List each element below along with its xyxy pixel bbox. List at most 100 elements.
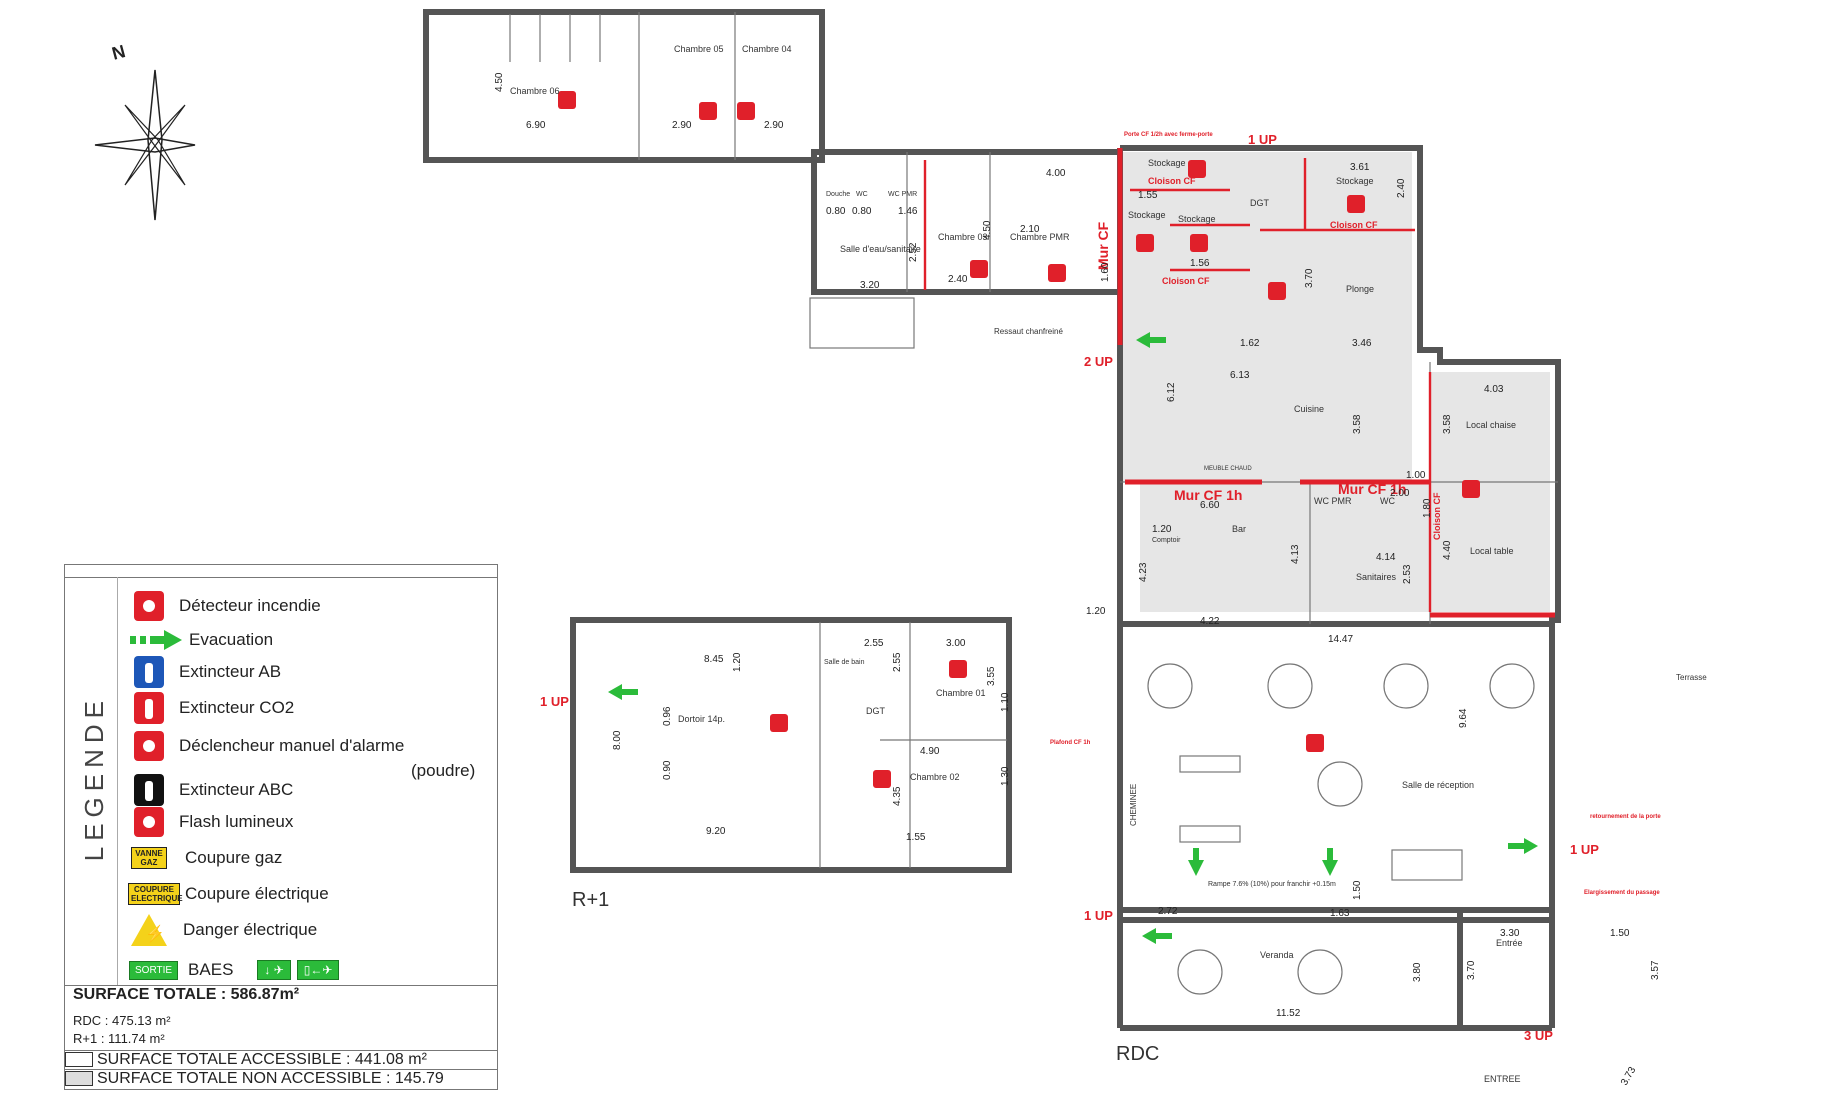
- level-rdc-label: RDC: [1116, 1043, 1159, 1065]
- up2-label: 2 UP: [1084, 354, 1113, 369]
- electric-cutoff-icon: COUPURE ELECTRIQUE: [128, 883, 183, 905]
- svg-text:4.50: 4.50: [494, 72, 505, 92]
- svg-text:4.40: 4.40: [1442, 540, 1453, 560]
- room-cuisine: Cuisine: [1294, 404, 1324, 414]
- room-entree: Entrée: [1496, 938, 1523, 948]
- retournement-label: retournement de la porte: [1590, 814, 1661, 820]
- legend-item-elec-danger: ⚡ Danger électrique: [129, 914, 317, 946]
- svg-text:3.55: 3.55: [986, 666, 997, 686]
- room-local-chaise: Local chaise: [1466, 420, 1516, 430]
- svg-text:9.64: 9.64: [1458, 708, 1469, 728]
- svg-text:2.52: 2.52: [908, 242, 919, 262]
- svg-text:2.40: 2.40: [948, 274, 968, 285]
- up1b-label: 1 UP: [540, 694, 569, 709]
- svg-text:4.00: 4.00: [1046, 168, 1066, 179]
- svg-text:6.13: 6.13: [1230, 370, 1250, 381]
- svg-text:2.40: 2.40: [1396, 178, 1407, 198]
- room-veranda: Veranda: [1260, 950, 1294, 960]
- svg-text:2.00: 2.00: [1390, 488, 1410, 499]
- svg-text:1.50: 1.50: [1610, 928, 1630, 939]
- wing-top-walls: [423, 9, 825, 163]
- electric-danger-icon: ⚡: [131, 914, 167, 946]
- room-wc-top: WC: [856, 191, 868, 198]
- surface-accessible-row: SURFACE TOTALE ACCESSIBLE : 441.08 m²: [65, 1050, 497, 1069]
- legend-item-flash: Flash lumineux: [129, 807, 293, 837]
- room-chambre-pmr: Chambre PMR: [1010, 232, 1070, 242]
- svg-text:11.52: 11.52: [1276, 1008, 1301, 1019]
- evacuation-arrow-icon: [608, 332, 1538, 944]
- svg-text:0.96: 0.96: [662, 706, 673, 726]
- svg-text:4.14: 4.14: [1376, 552, 1396, 563]
- svg-text:4.13: 4.13: [1290, 544, 1301, 564]
- svg-text:3.00: 3.00: [946, 638, 966, 649]
- north-compass-icon: N: [94, 41, 196, 221]
- svg-text:3.80: 3.80: [1412, 962, 1423, 982]
- svg-text:1.10: 1.10: [1000, 692, 1011, 712]
- svg-text:3.58: 3.58: [1352, 414, 1363, 434]
- up1d-label: 1 UP: [1570, 842, 1599, 857]
- svg-text:3.57: 3.57: [1650, 960, 1661, 980]
- svg-text:8.00: 8.00: [612, 730, 623, 750]
- legend-panel: LEGENDE Détecteur incendie Evacuation Ex…: [64, 564, 498, 1090]
- svg-text:2.72: 2.72: [1158, 906, 1178, 917]
- svg-text:4.23: 4.23: [1138, 562, 1149, 582]
- legend-title: LEGENDE: [79, 695, 109, 862]
- svg-text:3.61: 3.61: [1350, 162, 1370, 173]
- surface-non-accessible-row: SURFACE TOTALE NON ACCESSIBLE : 145.79: [65, 1069, 497, 1089]
- room-stockage4: Stockage: [1336, 176, 1374, 186]
- svg-text:1.55: 1.55: [1138, 190, 1158, 201]
- room-stockage2: Stockage: [1128, 210, 1166, 220]
- room-dgt: DGT: [1250, 198, 1270, 208]
- room-meuble-chaud: MEUBLE CHAUD: [1204, 466, 1252, 472]
- elargissement-label: Elargissement du passage: [1584, 890, 1660, 896]
- extinguisher-abc-icon: [134, 774, 164, 806]
- legend-item-extinguisher-abc: Extincteur ABC: [129, 774, 293, 806]
- svg-text:4.22: 4.22: [1200, 616, 1220, 627]
- extinguisher-ab-icon: [134, 656, 164, 688]
- room-dgt-r1: DGT: [866, 706, 886, 716]
- wing-middle-walls: [811, 149, 1123, 295]
- dimension-labels: 4.50 6.90 2.90 2.90 4.00 2.10 3.20 2.40 …: [494, 72, 1661, 1087]
- legend-powder-note: (poudre): [411, 761, 476, 780]
- svg-text:2.90: 2.90: [672, 120, 692, 131]
- room-chambre06: Chambre 06: [510, 86, 560, 96]
- svg-text:6.12: 6.12: [1166, 382, 1177, 402]
- svg-text:3.58: 3.58: [1442, 414, 1453, 434]
- legend-item-manual-alarm: Déclencheur manuel d'alarme: [129, 731, 404, 761]
- legend-item-baes: SORTIE BAES ↓ ✈ ▯←✈: [129, 955, 340, 985]
- cloison-cf-d-label: Cloison CF: [1432, 492, 1442, 540]
- cloison-cf-c-label: Cloison CF: [1162, 276, 1210, 286]
- rdc-outer-walls: [1117, 145, 1561, 923]
- legend-item-elec-cutoff: COUPURE ELECTRIQUE Coupure électrique: [128, 879, 329, 909]
- svg-text:1.60: 1.60: [1100, 262, 1111, 282]
- svg-text:3.20: 3.20: [860, 280, 880, 291]
- room-terrasse: Terrasse: [1676, 673, 1707, 682]
- svg-text:0.90: 0.90: [662, 760, 673, 780]
- room-wc-pmr-top: WC PMR: [888, 191, 917, 198]
- surface-rdc: RDC : 475.13 m²: [73, 1013, 171, 1028]
- rampe-label: Rampe 7.6% (10%) pour franchir +0.15m: [1208, 881, 1336, 888]
- storage-grey-zone: [1430, 372, 1550, 612]
- svg-text:4.50: 4.50: [982, 220, 993, 240]
- svg-text:2.90: 2.90: [764, 120, 784, 131]
- room-local-table: Local table: [1470, 546, 1514, 556]
- svg-text:0.80: 0.80: [826, 206, 846, 217]
- compass-north-label: N: [110, 41, 128, 64]
- svg-text:3.30: 3.30: [1500, 928, 1520, 939]
- svg-text:14.47: 14.47: [1328, 634, 1353, 645]
- legend-item-gas-cutoff: VANNE GAZ Coupure gaz: [129, 843, 282, 873]
- mur-cf1h-b-label: Mur CF 1h: [1338, 481, 1406, 497]
- svg-text:2.10: 2.10: [1020, 224, 1040, 235]
- room-plonge: Plonge: [1346, 284, 1374, 294]
- legend-item-evacuation: Evacuation: [129, 625, 273, 655]
- svg-text:3.70: 3.70: [1304, 268, 1315, 288]
- svg-text:1.50: 1.50: [1352, 880, 1363, 900]
- svg-text:1.20: 1.20: [1086, 606, 1106, 617]
- room-salle-eau: Salle d'eau/sanitaire: [840, 244, 921, 254]
- fire-detector-icon: [134, 591, 164, 621]
- manual-alarm-icon: [134, 731, 164, 761]
- up1-label: 1 UP: [1248, 132, 1277, 147]
- svg-text:1.20: 1.20: [1152, 524, 1172, 535]
- gas-cutoff-icon: VANNE GAZ: [131, 847, 167, 869]
